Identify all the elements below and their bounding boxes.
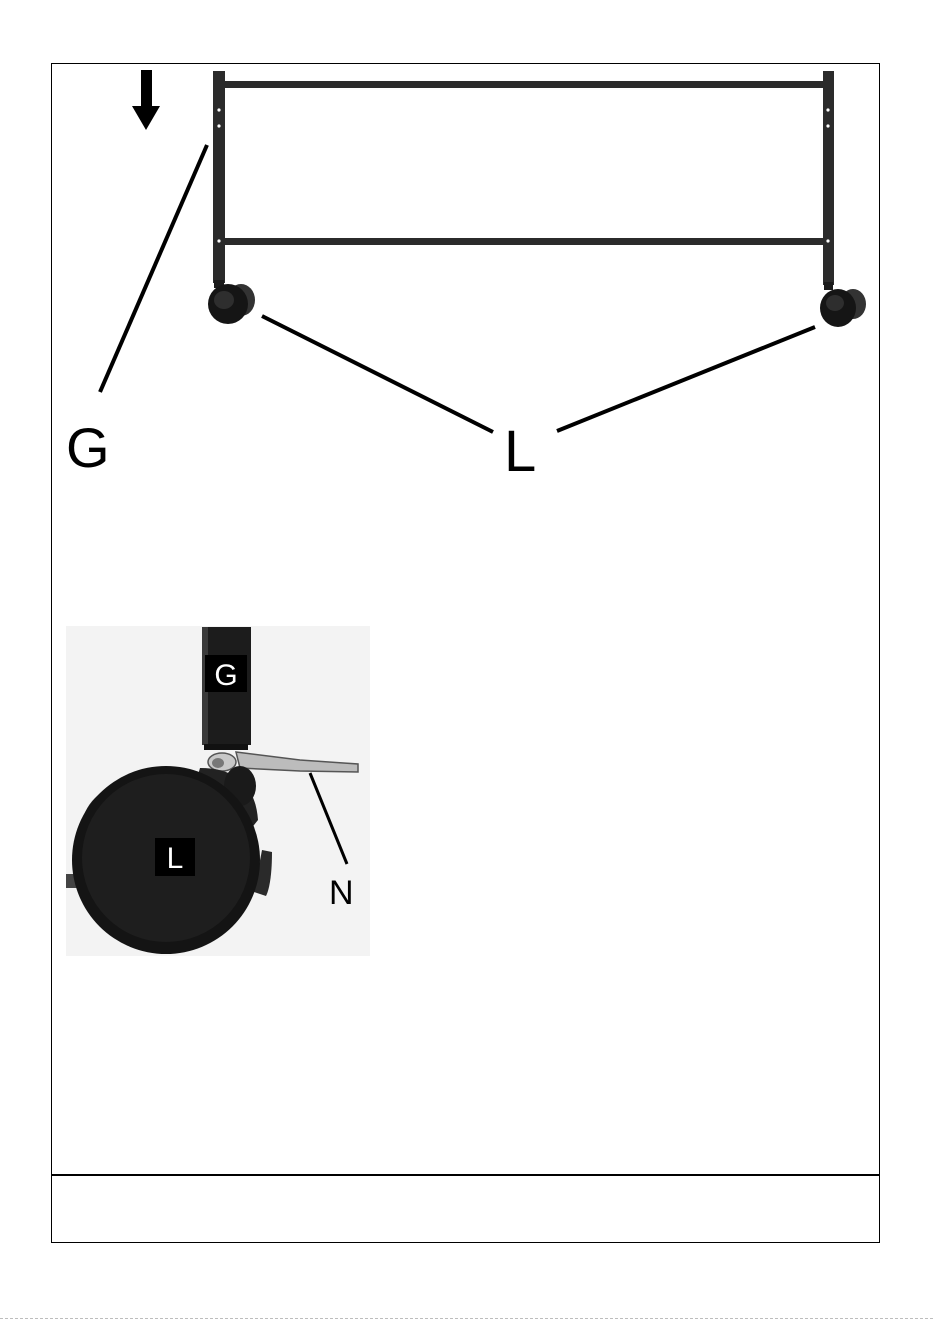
tag-l-label: L [167,842,184,875]
label-wrench-n: N [329,874,354,912]
detail-figure: G L N [66,626,370,956]
leader-line-l-right [557,327,815,431]
tag-g-label: G [214,659,237,692]
frame-upright-right [823,71,834,285]
frame-upright-left [213,71,225,283]
label-frame-g: G [66,416,110,479]
frame-top-rail [225,81,823,88]
leader-line-l-left [262,316,493,432]
label-casters-l: L [504,419,536,484]
arrow-down-icon [132,70,160,130]
top-figure: G L [66,70,866,484]
caster-right [820,282,866,327]
leader-line-g [100,145,207,392]
caster-left [208,280,255,324]
rolling-frame [213,71,834,285]
frame-lower-rail [225,238,823,245]
page-bottom-cut-line [0,1318,933,1319]
